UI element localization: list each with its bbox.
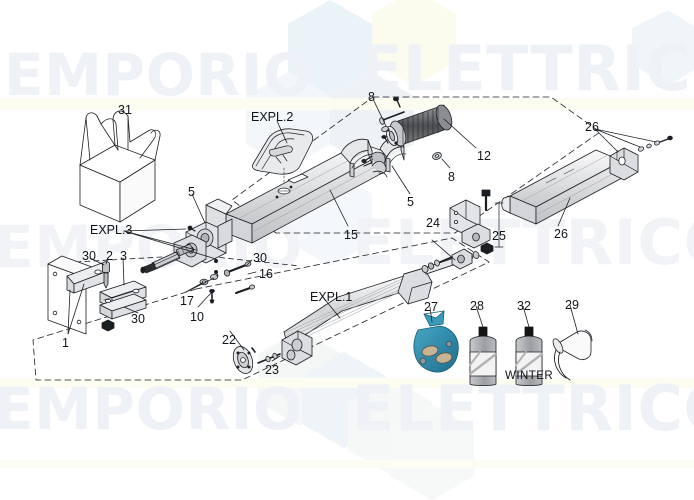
part-front-bracket-25 (449, 189, 504, 255)
part-clevis-joint-24 (421, 248, 473, 273)
label-25: 25 (492, 229, 506, 243)
part-cover-expl2 (252, 128, 314, 175)
label-22: 22 (222, 333, 236, 347)
assembly-envelope-upper (231, 96, 601, 234)
label-32: 32 (517, 299, 531, 313)
label-1: 1 (62, 336, 69, 350)
label-29: 29 (565, 298, 579, 312)
part-oil-bottle-28 (468, 326, 498, 386)
part-rail-extension-26 (501, 135, 673, 225)
part-screw-16-30 (223, 261, 255, 294)
label-28: 28 (470, 299, 484, 313)
assembly-envelope-lower (32, 237, 490, 381)
label-winter: WINTER (505, 370, 554, 382)
label-24: 24 (426, 216, 440, 230)
label-5-left: 5 (188, 185, 195, 199)
label-12: 12 (477, 149, 491, 163)
label-5-right: 5 (407, 195, 414, 209)
label-8-lower: 8 (448, 170, 455, 184)
label-8-top: 8 (368, 90, 375, 104)
label-3: 3 (120, 249, 127, 263)
label-expl1: EXPL.1 (310, 290, 353, 304)
part-winter-oil-bottle-32 (514, 326, 544, 386)
label-27: 27 (424, 300, 438, 314)
part-hardware-bag-27 (413, 310, 459, 373)
label-30-b: 30 (253, 251, 267, 265)
part-gearbox-expl3 (140, 218, 233, 274)
part-pivot-bracket-3 (99, 280, 147, 332)
label-23: 23 (265, 363, 279, 377)
label-26-bottom: 26 (554, 227, 568, 241)
label-30-a: 30 (82, 249, 96, 263)
label-31: 31 (118, 103, 132, 117)
label-expl3: EXPL.3 (90, 223, 133, 237)
label-16: 16 (259, 267, 273, 281)
part-carton-box-31 (79, 110, 161, 223)
label-15: 15 (344, 228, 358, 242)
part-capacitor-29 (552, 329, 593, 381)
label-expl2: EXPL.2 (251, 110, 294, 124)
label-17: 17 (180, 294, 194, 308)
label-26-top: 26 (585, 120, 599, 134)
part-base-plate-1 (47, 255, 109, 335)
label-30-c: 30 (131, 312, 145, 326)
label-2: 2 (106, 249, 113, 263)
label-10: 10 (190, 310, 204, 324)
